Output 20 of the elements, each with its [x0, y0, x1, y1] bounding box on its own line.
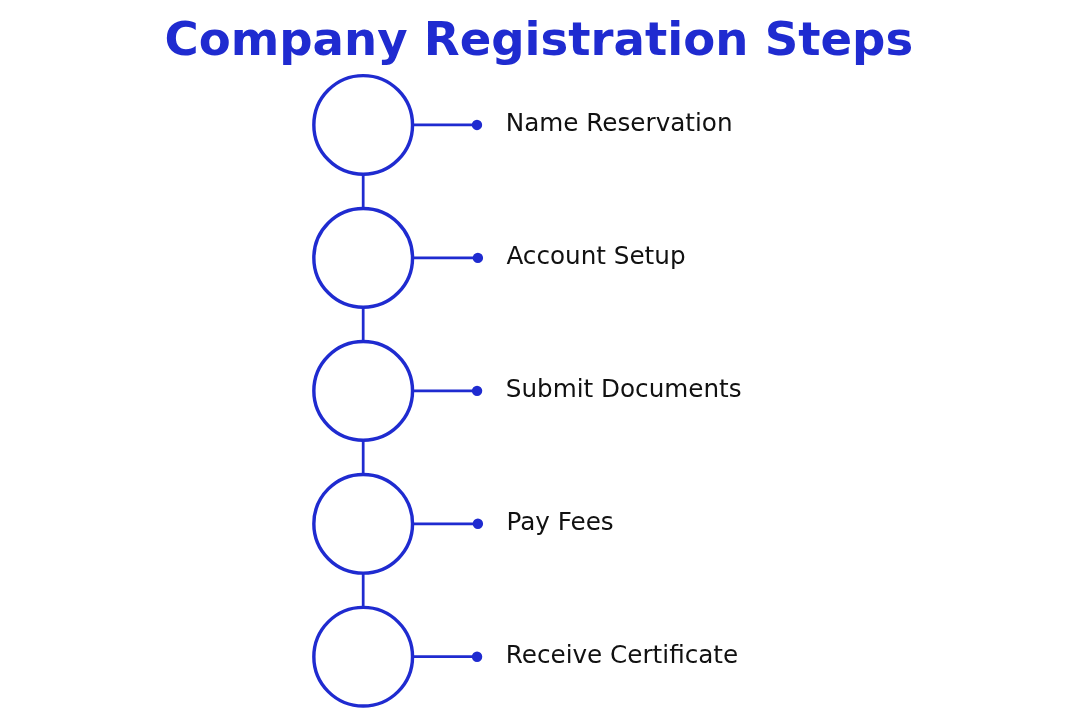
node-circle: [312, 73, 415, 176]
connector: [361, 440, 365, 475]
node-circle: [312, 339, 415, 442]
node-circle: [312, 206, 415, 309]
node-text: Pay Fees: [506, 506, 614, 536]
node-text: Name Reservation: [505, 107, 733, 137]
diagram-title: Company Registration Steps: [164, 12, 914, 67]
connector: [361, 174, 365, 209]
connector: [413, 651, 483, 662]
connector: [412, 518, 484, 529]
connector: [412, 252, 484, 264]
connector: [413, 385, 483, 397]
node-text: Receive Certificate: [505, 639, 739, 669]
connector: [361, 573, 365, 607]
node-circle: [312, 472, 415, 575]
node-text: Account Setup: [506, 240, 686, 270]
connector: [361, 307, 365, 342]
connector: [413, 119, 483, 131]
node-text: Submit Documents: [505, 373, 742, 403]
node-circle: [312, 605, 415, 708]
